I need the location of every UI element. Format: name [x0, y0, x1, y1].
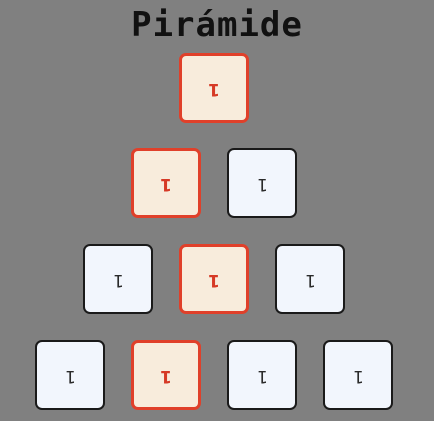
tile-number: 1 — [160, 173, 172, 194]
pyramid-tile[interactable]: 1 — [323, 340, 393, 410]
tile-number: 1 — [112, 269, 124, 290]
tile-number: 1 — [208, 78, 220, 99]
tile-number: 1 — [352, 365, 364, 386]
pyramid-tile-selected[interactable]: 1 — [131, 148, 201, 218]
pyramid-tile[interactable]: 1 — [83, 244, 153, 314]
pyramid-tile-selected[interactable]: 1 — [131, 340, 201, 410]
pyramid-tile[interactable]: 1 — [275, 244, 345, 314]
tile-number: 1 — [64, 365, 76, 386]
tile-number: 1 — [304, 269, 316, 290]
pyramid-tile[interactable]: 1 — [227, 148, 297, 218]
pyramid-tile[interactable]: 1 — [227, 340, 297, 410]
page-title: Pirámide — [131, 5, 303, 45]
tile-number: 1 — [160, 365, 172, 386]
tile-number: 1 — [256, 365, 268, 386]
pyramid-tile-selected[interactable]: 1 — [179, 53, 249, 123]
tile-number: 1 — [208, 269, 220, 290]
tile-number: 1 — [256, 173, 268, 194]
pyramid-tile[interactable]: 1 — [35, 340, 105, 410]
pyramid-tile-selected[interactable]: 1 — [179, 244, 249, 314]
